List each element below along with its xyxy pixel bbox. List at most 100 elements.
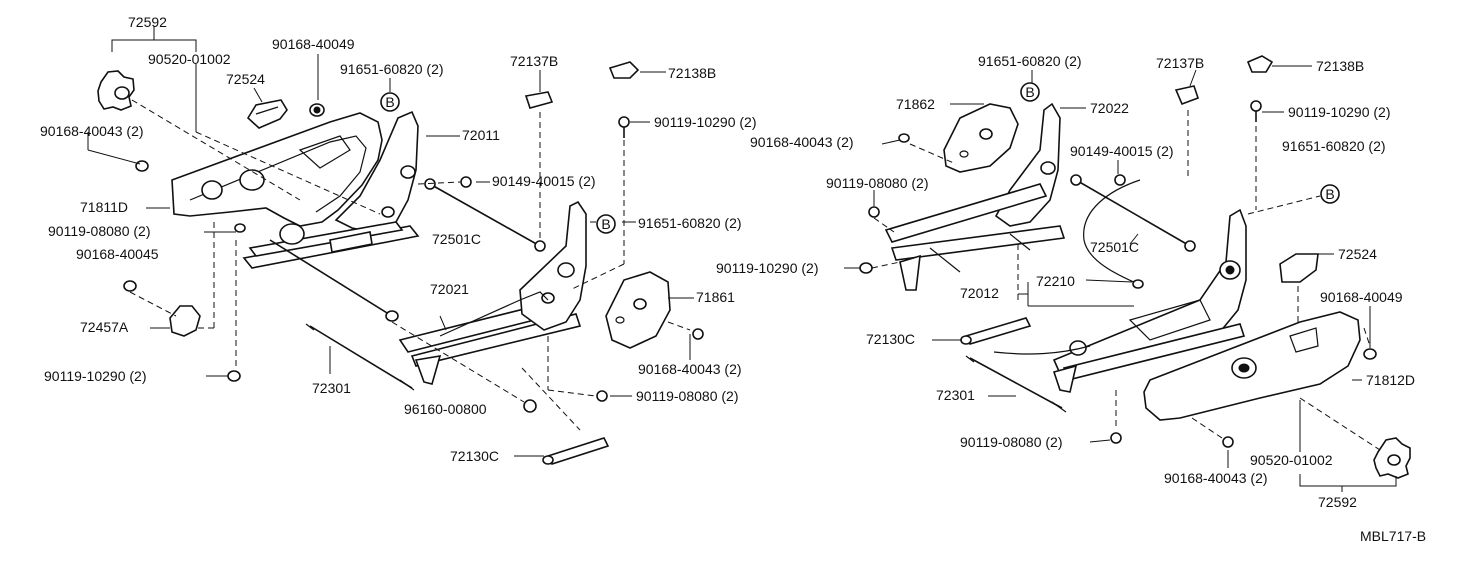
spring-72301-right: [965, 355, 1067, 413]
label-72457A: 72457A: [80, 319, 129, 335]
rod-72501C-left: [424, 178, 546, 252]
cap-72524-left: [246, 99, 288, 129]
label-96160-00800: 96160-00800: [404, 401, 487, 417]
label-90119-10290-a: 90119-10290 (2): [654, 114, 756, 130]
ref-mark-b-1: B: [380, 92, 400, 112]
label-72137B-right: 72137B: [1156, 55, 1204, 71]
label-90168-40049-left: 90168-40049: [272, 36, 355, 52]
label-71812D: 71812D: [1366, 372, 1415, 388]
label-72012: 72012: [960, 285, 999, 301]
label-72137B-left: 72137B: [510, 53, 558, 69]
bolt-90168-40043-lower-left: [692, 328, 704, 340]
label-90149-40015-b: 90149-40015 (2): [1070, 143, 1174, 159]
label-72592-right: 72592: [1318, 494, 1357, 510]
label-72524-right: 72524: [1338, 246, 1377, 262]
label-90119-10290-c: 90119-10290 (2): [1288, 104, 1390, 120]
rod-72501C-right: [1070, 174, 1196, 252]
label-91651-60820-b: 91651-60820 (2): [638, 215, 742, 231]
bolt-90119-10290-top-left: [618, 116, 630, 138]
frame-72021: [439, 200, 587, 337]
label-72524-left: 72524: [226, 71, 265, 87]
nut-90168-40049-left: [309, 103, 325, 117]
label-72501C-right: 72501C: [1090, 239, 1139, 255]
bolt-90119-08080-upper-left: [234, 223, 246, 233]
bolt-90149-40015-left: [460, 176, 472, 188]
ref-mark-b-2-text: B: [601, 216, 610, 232]
spring-72130C-right: [960, 317, 1032, 345]
label-72130C-left: 72130C: [450, 448, 499, 464]
nut-96160-00800: [523, 399, 537, 413]
leader-lines-right: [844, 65, 1371, 468]
label-90119-08080-a: 90119-08080 (2): [48, 223, 150, 239]
handle-72457A: [169, 305, 201, 337]
label-72021: 72021: [430, 281, 469, 297]
cover-71862: [943, 103, 1019, 173]
label-91651-60820-a: 91651-60820 (2): [340, 61, 444, 77]
bracket-72592-right: [1299, 474, 1397, 492]
label-90168-40043-a: 90168-40043 (2): [40, 123, 144, 139]
rod-lower-left: [269, 239, 399, 322]
cover-71811D: [171, 112, 383, 227]
seat-track-right-lower: [993, 323, 1246, 393]
label-72130C-right: 72130C: [866, 331, 915, 347]
label-90168-40043-c: 90168-40043 (2): [750, 134, 854, 150]
label-90119-08080-d: 90119-08080 (2): [960, 434, 1062, 450]
label-71862: 71862: [896, 96, 935, 112]
spring-72301-left: [305, 323, 415, 391]
label-71811D: 71811D: [80, 199, 128, 215]
cable-72210: [1083, 179, 1144, 289]
drawing-code: MBL717-B: [1360, 528, 1426, 544]
label-72022: 72022: [1090, 100, 1129, 116]
bolt-90119-08080-left: [596, 390, 608, 402]
bolt-90168-40043-right-bottom: [1222, 436, 1234, 448]
cap-72524-right: [1279, 253, 1319, 283]
bolt-90119-08080-right-top: [868, 206, 880, 218]
cap-72137B-right: [1174, 85, 1200, 106]
spring-72130C-left: [542, 437, 610, 465]
screw-90168-40045: [123, 280, 137, 292]
label-90520-01002-right: 90520-01002: [1250, 452, 1333, 468]
label-90168-40049-right: 90168-40049: [1320, 289, 1403, 305]
label-72011: 72011: [462, 127, 500, 143]
cap-72138B-left: [608, 61, 640, 79]
leader-lines-left: [87, 54, 694, 457]
seat-track-right-upper: [884, 183, 1066, 291]
cover-71812D: [1143, 311, 1361, 421]
knob-72592-left: [97, 70, 135, 111]
label-90168-40043-b: 90168-40043 (2): [638, 361, 742, 377]
bolt-90119-10290-top-right: [1250, 100, 1262, 122]
bolt-90119-10290-right-mid: [859, 262, 873, 274]
ref-mark-b-1-text: B: [385, 94, 394, 110]
label-90149-40015-a: 90149-40015 (2): [492, 173, 596, 189]
dashed-guides-right: [871, 110, 1381, 451]
label-90119-08080-c: 90119-08080 (2): [826, 175, 928, 191]
label-72138B-right: 72138B: [1316, 58, 1364, 74]
bracket-72592-left: [111, 26, 197, 52]
cap-72138B-right: [1246, 55, 1274, 73]
ref-mark-b-4: B: [1320, 184, 1340, 204]
seat-track-left-upper: [242, 221, 420, 269]
frame-72011: [334, 110, 419, 233]
label-71861: 71861: [696, 289, 735, 305]
ref-mark-b-2: B: [596, 214, 616, 234]
ref-mark-b-4-text: B: [1325, 186, 1334, 202]
label-90119-10290-d: 90119-10290 (2): [716, 260, 818, 276]
ref-mark-b-3: B: [1020, 82, 1040, 102]
bolt-90119-08080-right-bottom: [1110, 432, 1122, 444]
cover-71861: [605, 271, 671, 349]
label-72301-left: 72301: [312, 380, 351, 396]
bolt-90149-40015-right: [1114, 174, 1126, 186]
bolt-90168-40043-left: [135, 160, 149, 172]
bolt-90119-10290-left: [227, 370, 241, 382]
label-72301-right: 72301: [936, 387, 975, 403]
label-72138B-left: 72138B: [668, 65, 716, 81]
label-90168-40043-d: 90168-40043 (2): [1164, 470, 1268, 486]
knob-72592-right: [1373, 437, 1411, 479]
label-72210: 72210: [1036, 273, 1075, 289]
bolt-90168-40043-right-top: [898, 133, 910, 143]
cap-72137B-left: [524, 91, 554, 109]
ref-mark-b-3-text: B: [1025, 84, 1034, 100]
label-90168-40045: 90168-40045: [76, 246, 159, 262]
